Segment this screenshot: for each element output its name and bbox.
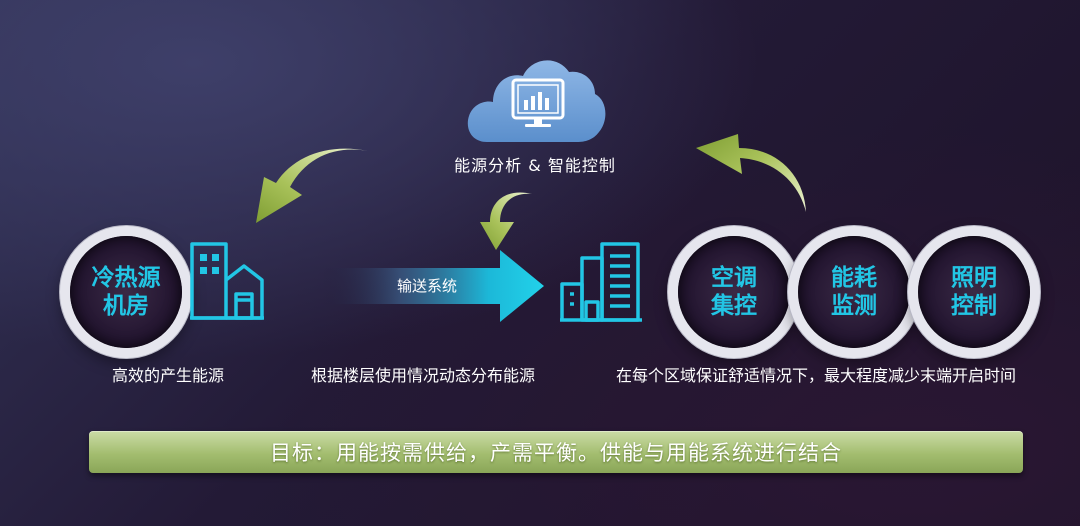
factory-building-icon — [190, 242, 264, 320]
cold-heat-source-room: 冷热源 机房 — [70, 236, 182, 348]
goal-banner: 目标：用能按需供给，产需平衡。供能与用能系统进行结合 — [89, 431, 1023, 473]
ac-central-control-label: 空调 集控 — [711, 265, 757, 319]
cloud-icon — [467, 60, 606, 142]
source-caption: 高效的产生能源 — [112, 366, 225, 385]
office-building-icon — [560, 242, 642, 322]
terminals-caption: 在每个区域保证舒适情况下，最大程度减少末端开启时间 — [616, 366, 1017, 385]
transport-arrow — [322, 250, 544, 322]
monitor-chart-icon — [511, 78, 565, 127]
transport-caption: 根据楼层使用情况动态分布能源 — [311, 366, 536, 385]
ac-central-control: 空调 集控 — [678, 236, 790, 348]
lighting-control-label: 照明 控制 — [951, 265, 997, 319]
transport-label: 输送系统 — [396, 277, 457, 295]
energy-monitoring-label: 能耗 监测 — [831, 265, 877, 319]
cold-heat-source-label: 冷热源 机房 — [91, 265, 161, 319]
cloud-label: 能源分析 & 智能控制 — [454, 156, 616, 175]
arrow-terminals-to-cloud — [696, 134, 806, 212]
arrow-cloud-to-source — [256, 148, 368, 223]
energy-monitoring: 能耗 监测 — [798, 236, 910, 348]
arrow-cloud-to-transport — [480, 192, 532, 250]
lighting-control: 照明 控制 — [918, 236, 1030, 348]
goal-text: 目标：用能按需供给，产需平衡。供能与用能系统进行结合 — [270, 441, 842, 465]
